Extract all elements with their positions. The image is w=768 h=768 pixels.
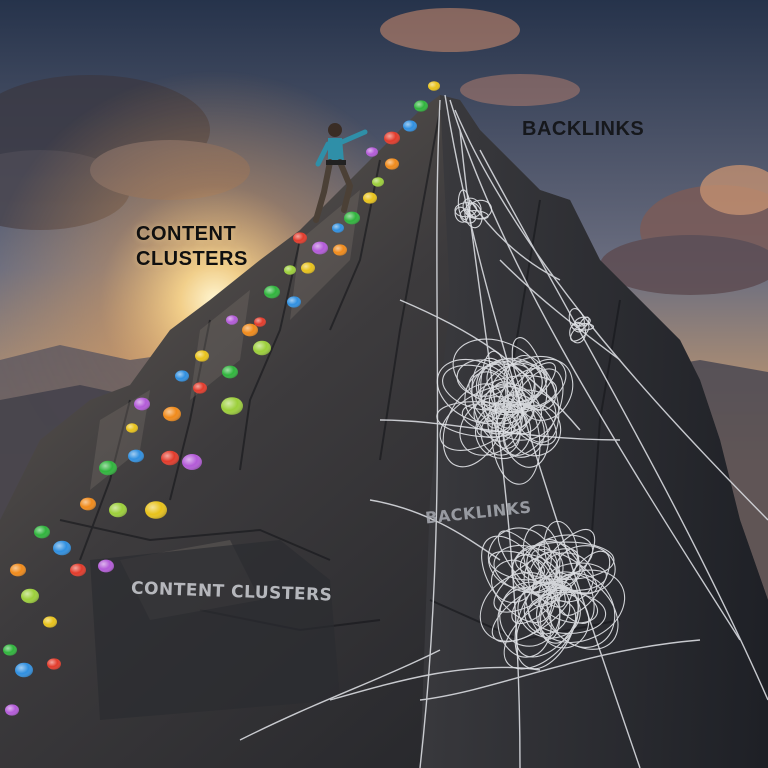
rope-loop bbox=[538, 571, 619, 650]
climbing-hold-shade bbox=[53, 540, 71, 556]
rope-loop bbox=[568, 308, 585, 333]
content-clusters-label-top: CONTENT CLUSTERS bbox=[136, 222, 248, 272]
rope-loop bbox=[515, 541, 615, 581]
climbing-hold-shade bbox=[287, 296, 301, 308]
rope-loop bbox=[574, 316, 591, 327]
climbing-hold-shade bbox=[128, 449, 144, 463]
climbing-hold-shade bbox=[254, 317, 266, 327]
rope-loop bbox=[483, 383, 542, 435]
climbing-hold-shade bbox=[344, 211, 360, 225]
climber-figure bbox=[313, 123, 368, 223]
climbing-hold-shade bbox=[242, 323, 258, 337]
rope-loop bbox=[480, 411, 521, 456]
rope-loop bbox=[527, 551, 564, 596]
climbing-hold-shade bbox=[384, 131, 400, 145]
climbing-hold-shade bbox=[301, 262, 315, 274]
climbing-hold-shade bbox=[414, 100, 428, 112]
rope-loop bbox=[571, 322, 595, 331]
climbing-hold-shade bbox=[363, 192, 377, 204]
climbing-hold-shade bbox=[34, 525, 50, 539]
rope-loop bbox=[465, 209, 489, 220]
climbing-holds bbox=[3, 81, 440, 716]
rope-loop bbox=[499, 581, 561, 647]
climbing-hold-shade bbox=[195, 350, 209, 362]
climbing-hold-shade bbox=[403, 120, 417, 132]
climbing-hold-shade bbox=[385, 158, 399, 170]
rope-loop bbox=[506, 362, 556, 411]
rope-loop bbox=[475, 375, 558, 413]
climbing-hold-shade bbox=[312, 241, 328, 255]
rope-loop bbox=[468, 360, 548, 405]
climbing-hold-shade bbox=[10, 563, 26, 577]
climbing-hold-shade bbox=[98, 559, 114, 573]
rope-loop bbox=[487, 527, 552, 589]
rope-loop bbox=[570, 323, 590, 342]
rope-loop bbox=[522, 524, 561, 586]
climbing-hold-shade bbox=[163, 406, 181, 422]
rope-loop bbox=[497, 530, 566, 608]
climbing-hold-shade bbox=[332, 223, 344, 233]
tangled-rope-knot bbox=[436, 189, 626, 670]
backlinks-label-top: BACKLINKS bbox=[522, 118, 645, 140]
climbing-hold-shade bbox=[264, 285, 280, 299]
rope-loop bbox=[454, 206, 469, 223]
climbing-hold-shade bbox=[182, 454, 202, 470]
rope-loop bbox=[536, 569, 626, 643]
climbing-hold-shade bbox=[134, 397, 150, 411]
content-clusters-label-line2: CLUSTERS bbox=[136, 248, 248, 270]
rope-loop bbox=[454, 202, 478, 218]
rope-loop bbox=[502, 368, 564, 456]
climbing-hold-shade bbox=[21, 588, 39, 604]
rope-loop bbox=[471, 357, 519, 442]
climbing-hold-shade bbox=[47, 658, 61, 670]
backlink-ropes bbox=[239, 94, 768, 768]
rope-loop bbox=[491, 395, 541, 485]
content-clusters-label-line1: CONTENT bbox=[136, 223, 237, 245]
rope-loop bbox=[546, 572, 616, 648]
climbing-hold-shade bbox=[3, 644, 17, 656]
rope-loop bbox=[503, 600, 577, 670]
climbing-hold-shade bbox=[222, 365, 238, 379]
climbing-hold-shade bbox=[226, 315, 238, 325]
rope-loop bbox=[486, 357, 543, 403]
climbing-hold-shade bbox=[126, 423, 138, 433]
rope-loop bbox=[526, 541, 581, 589]
rope-loop bbox=[473, 386, 535, 435]
climbing-hold-shade bbox=[80, 497, 96, 511]
climbing-hold-shade bbox=[145, 501, 167, 519]
mountain bbox=[0, 95, 768, 768]
climbing-hold-shade bbox=[284, 265, 296, 275]
climbing-hold-shade bbox=[43, 616, 57, 628]
rope-loop bbox=[517, 581, 581, 639]
climbing-hold-shade bbox=[366, 147, 378, 157]
climbing-hold-shade bbox=[175, 370, 189, 382]
climbing-hold-shade bbox=[109, 502, 127, 518]
climbing-hold-shade bbox=[193, 382, 207, 394]
rope-loop bbox=[510, 404, 562, 457]
rope-loop bbox=[471, 363, 533, 425]
climbing-hold-shade bbox=[372, 177, 384, 187]
rope-loop bbox=[569, 321, 587, 344]
climbing-hold-shade bbox=[428, 81, 440, 91]
climbing-hold-shade bbox=[99, 460, 117, 476]
climbing-hold-shade bbox=[5, 704, 19, 716]
rope-loop bbox=[523, 582, 571, 635]
climbing-hold-shade bbox=[253, 340, 271, 356]
climbing-hold-shade bbox=[161, 450, 179, 466]
rope-loop bbox=[439, 385, 527, 451]
rope-loop bbox=[555, 545, 616, 594]
climbing-hold-shade bbox=[70, 563, 86, 577]
climbing-hold-shade bbox=[293, 232, 307, 244]
climbing-hold-shade bbox=[333, 244, 347, 256]
climbing-hold-shade bbox=[221, 397, 243, 415]
climbing-hold-shade bbox=[15, 662, 33, 678]
